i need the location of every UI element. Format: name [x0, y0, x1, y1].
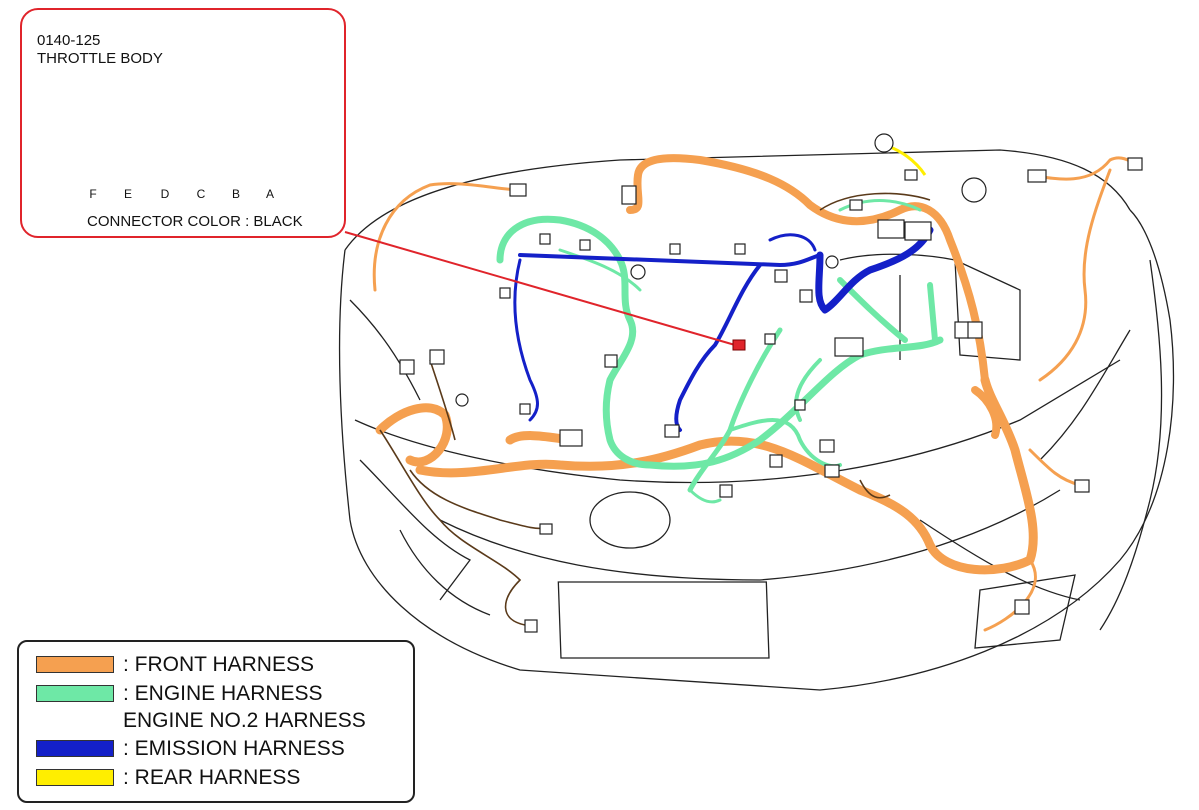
legend-label-engine: : ENGINE HARNESS: [123, 682, 323, 705]
throttle-body-connector-marker: [732, 339, 746, 351]
emission-harness-wires: [513, 226, 934, 432]
pin-label-c: C: [196, 187, 206, 201]
engine-harness-wires: [496, 199, 944, 504]
front-harness-wires: [372, 154, 1137, 632]
connectors: [399, 133, 1143, 633]
legend-swatch-engine: [36, 685, 114, 702]
harness-legend: : FRONT HARNESS : ENGINE HARNESS ENGINE …: [17, 640, 415, 803]
connector-callout: 0140-125 THROTTLE BODY F E D C B A CONNE…: [20, 8, 346, 238]
legend-label-front: : FRONT HARNESS: [123, 653, 314, 676]
pin-label-a: A: [265, 187, 274, 201]
pin-label-f: F: [89, 187, 97, 201]
pin-label-d: D: [160, 187, 170, 201]
car-outline: [338, 149, 1175, 691]
legend-swatch-emission: [36, 740, 114, 757]
connector-name: THROTTLE BODY: [37, 50, 163, 67]
legend-label-rear: : REAR HARNESS: [123, 766, 301, 789]
pin-label-b: B: [231, 187, 240, 201]
connector-color-note: CONNECTOR COLOR : BLACK: [87, 213, 303, 230]
pin-label-e: E: [123, 187, 132, 201]
legend-swatch-front: [36, 656, 114, 673]
legend-label-engine-no2: ENGINE NO.2 HARNESS: [123, 709, 366, 732]
branch-wires: [379, 192, 931, 626]
leader-line: [344, 231, 736, 346]
legend-label-emission: : EMISSION HARNESS: [123, 737, 345, 760]
legend-swatch-rear: [36, 769, 114, 786]
connector-code: 0140-125: [37, 32, 101, 49]
